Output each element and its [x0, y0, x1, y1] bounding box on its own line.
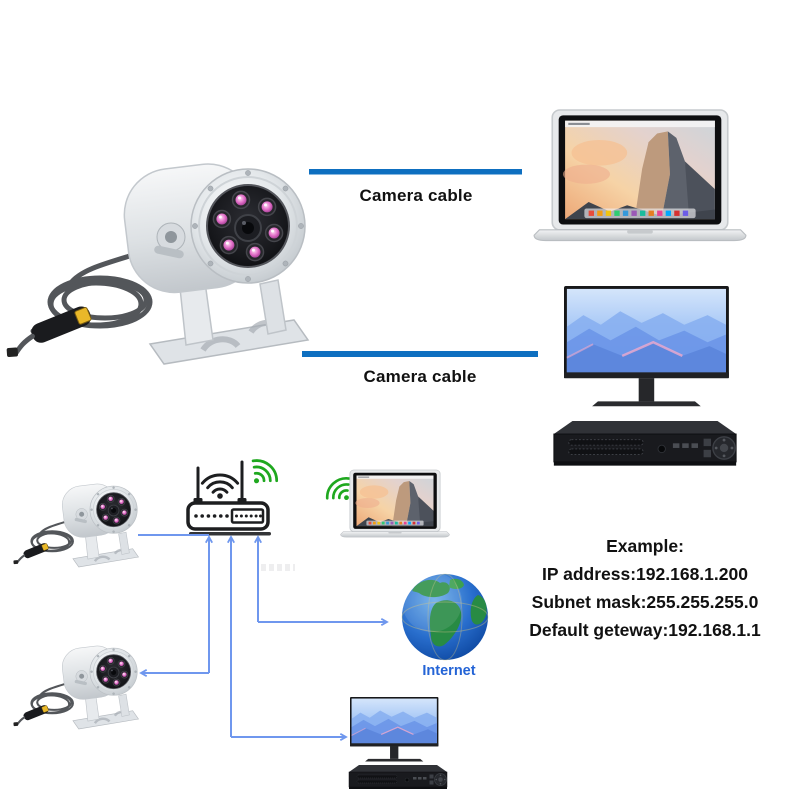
camera-cable-label-bottom: Camera cable	[363, 367, 477, 386]
camera-cable-connector-bottom	[302, 351, 538, 357]
laptop-icon-network	[340, 469, 450, 538]
monitor-icon-bottom	[349, 696, 440, 763]
underwater-camera-icon-2	[9, 642, 140, 731]
example-subnet-mask: Subnet mask:255.255.255.0	[531, 592, 759, 612]
camera-cable-label-top: Camera cable	[359, 186, 473, 205]
camera-cable-connector-top	[309, 169, 522, 175]
laptop-icon-top	[533, 109, 747, 242]
wifi-signal-icon-router	[241, 454, 283, 494]
example-ip-address: IP address:192.168.1.200	[542, 564, 748, 584]
internet-label: Internet	[422, 663, 476, 679]
underwater-camera-icon-1	[9, 480, 140, 569]
dvr-icon-bottom	[348, 764, 448, 790]
monitor-icon-middle	[562, 284, 731, 408]
internet-globe-icon	[401, 572, 489, 661]
example-title: Example:	[606, 536, 684, 556]
underwater-camera-icon-main	[0, 159, 308, 364]
faint-watermark	[261, 564, 295, 571]
example-settings-block: Example: IP address:192.168.1.200 Subnet…	[488, 532, 800, 644]
dvr-icon-middle	[553, 420, 737, 467]
example-default-gateway: Default geteway:192.168.1.1	[529, 620, 761, 640]
wifi-router-icon	[186, 460, 271, 536]
